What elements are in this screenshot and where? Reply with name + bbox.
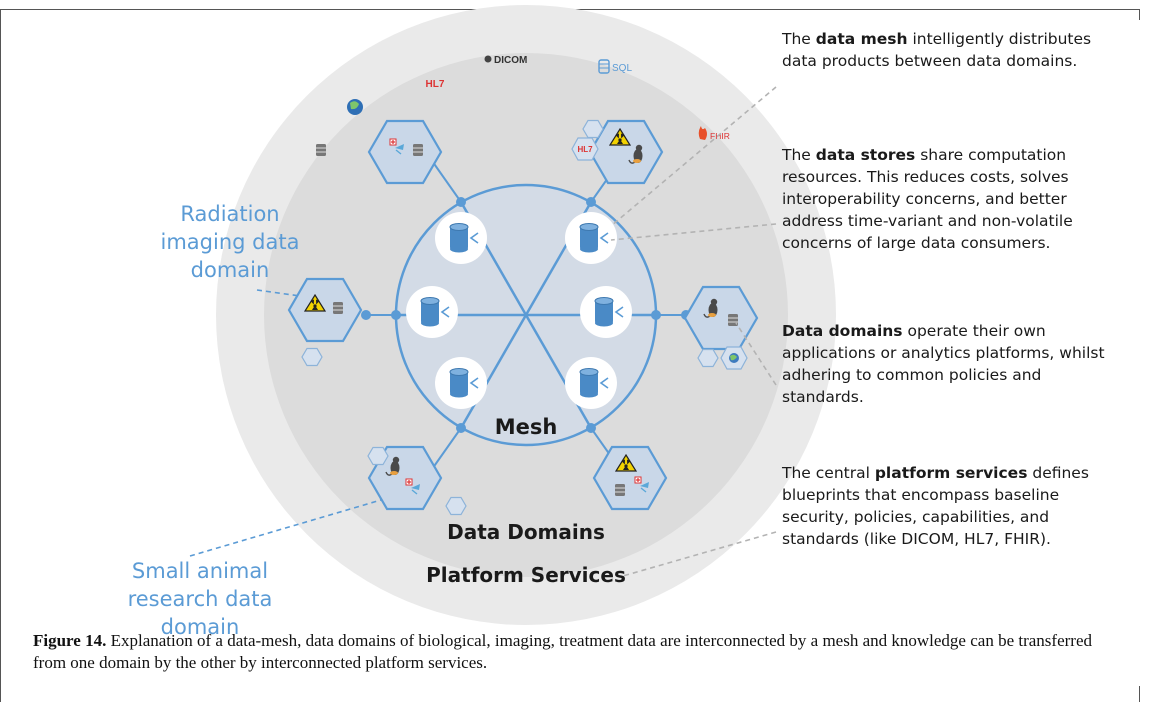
database-icon [315,143,327,157]
domain-hexagon-radiation [287,277,363,343]
data-store-node [406,286,458,338]
data-mesh-diagram: HL7 HL7 DICOM SQL FHIR Mesh Data Domains… [189,5,836,625]
domain-hexagon [367,119,443,185]
figure-caption: Figure 14. Explanation of a data-mesh, d… [33,631,1092,672]
radiation-imaging-domain-label: Radiation imaging data domain [160,202,300,282]
data-domains-note: Data domains operate their own applicati… [782,322,1105,406]
data-store-node [565,212,617,264]
dicom-logo-text: DICOM [494,55,527,66]
data-stores-note: The data stores share computation resour… [782,146,1073,252]
note-leader-lines [610,86,777,577]
data-domains-label: Data Domains [447,520,605,544]
dicom-logo: DICOM [484,55,527,66]
dicom-icon [484,55,492,63]
fhir-flame-icon [698,126,707,140]
small-hexagon-hl7: HL7 [571,137,599,161]
platform-services-note: The central platform services defines bl… [782,464,1089,548]
data-mesh-note: The data mesh intelligently distributes … [782,30,1092,70]
domain-hexagon-small-animal [367,445,443,511]
figure-frame-left [0,9,1,702]
data-store-node [435,212,487,264]
small-animal-domain-label: Small animal research data domain [127,559,273,639]
domain-hexagon [592,445,668,511]
globe-icon [347,99,363,115]
platform-services-label: Platform Services [426,563,626,587]
hl7-logo-text: HL7 [426,79,445,90]
data-store-node [435,357,487,409]
mesh-label: Mesh [495,415,558,439]
sql-logo-text: SQL [612,63,632,74]
figure-frame-right [1139,9,1140,20]
data-store-nodes [406,212,632,409]
fhir-logo: FHIR [698,126,730,141]
domain-callout-lines [189,289,382,557]
figure-frame-right-bottom [1139,686,1140,702]
small-hexagon-globe [720,346,748,370]
data-store-node [580,286,632,338]
fhir-logo-text: FHIR [710,131,730,141]
tag-hl7-text: HL7 [577,145,593,154]
sql-database-icon [598,59,610,74]
data-store-node [565,357,617,409]
sql-logo: SQL [598,59,632,74]
domain-hexagons [287,119,759,511]
small-hexagons [301,119,719,516]
